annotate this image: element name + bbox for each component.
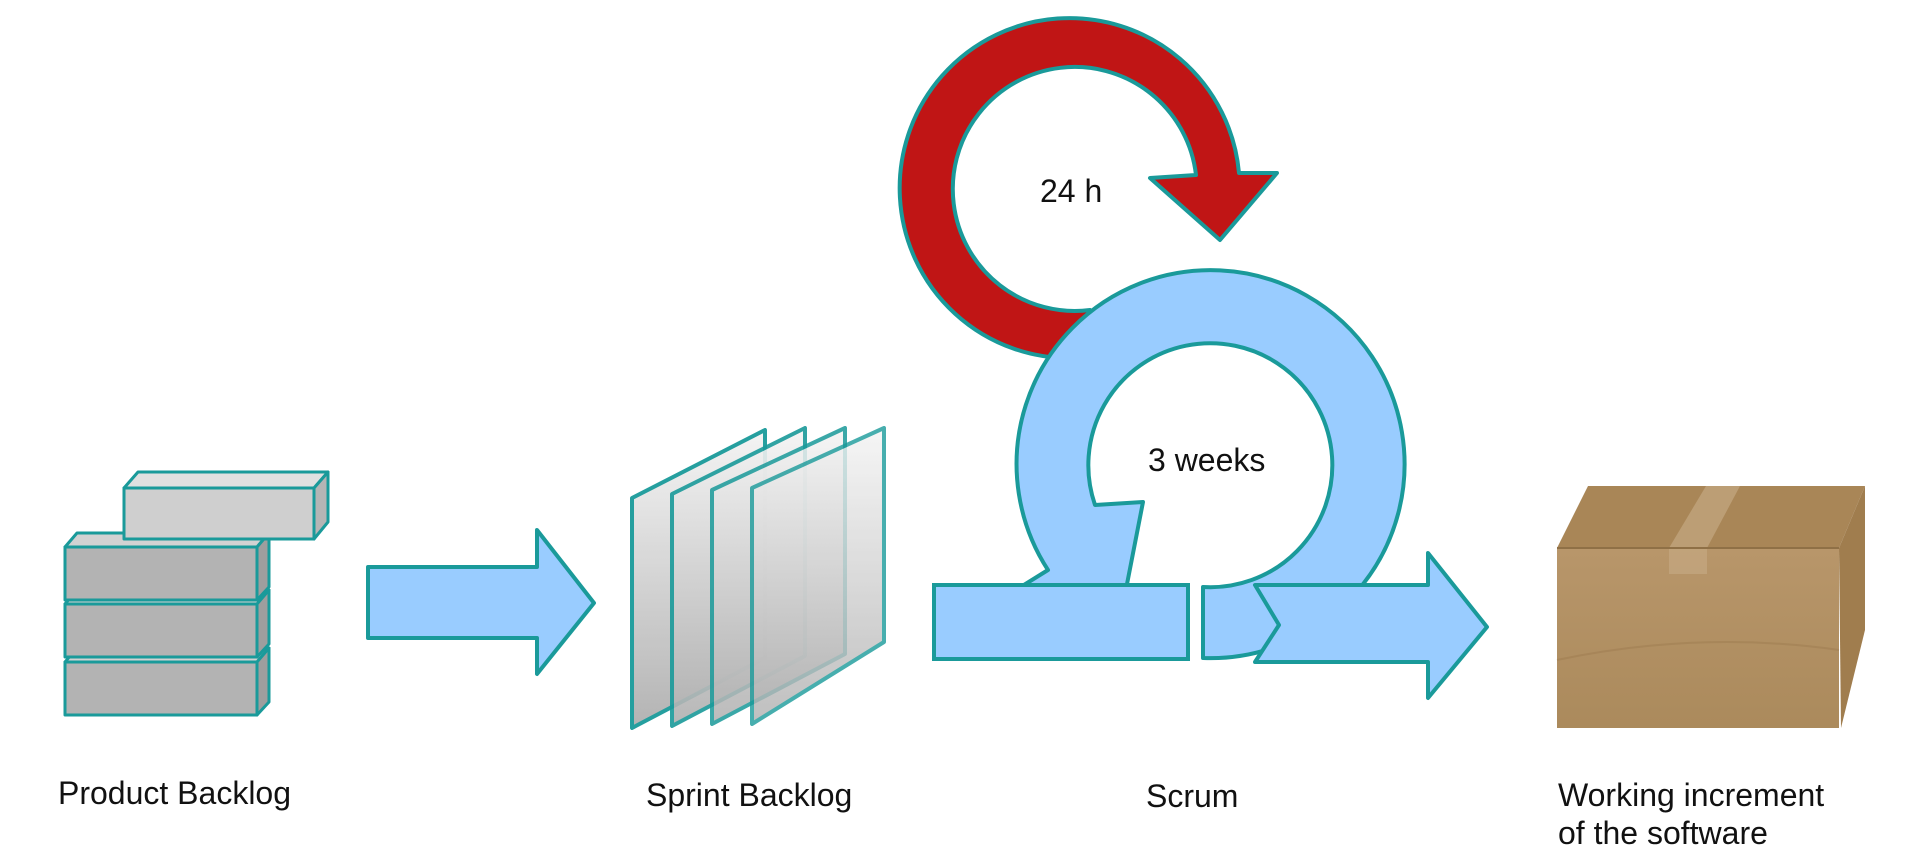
product-backlog-label: Product Backlog	[58, 775, 292, 811]
sprint-backlog-sheets-icon	[630, 426, 886, 730]
software-increment-box-icon	[1556, 486, 1865, 728]
daily-cycle-label: 24 h	[1040, 173, 1103, 209]
sprint-bar	[932, 583, 1190, 661]
sprint-backlog-label: Sprint Backlog	[646, 777, 853, 813]
product-backlog-stack-icon	[63, 470, 330, 717]
backlog-block	[63, 531, 271, 602]
backlog-block	[122, 470, 330, 541]
sprint-cycle-arrow-icon	[1001, 268, 1407, 661]
increment-label-line-2: of the software	[1558, 815, 1768, 851]
sprint-cycle-label: 3 weeks	[1148, 442, 1266, 478]
flow-arrow-icon	[366, 528, 596, 676]
increment-label: Working increment of the software	[1558, 776, 1824, 852]
daily-cycle-arrow-icon	[897, 16, 1279, 361]
output-arrow-icon	[1253, 551, 1489, 700]
increment-label-line-1: Working increment	[1558, 777, 1825, 813]
scrum-label: Scrum	[1146, 778, 1239, 814]
